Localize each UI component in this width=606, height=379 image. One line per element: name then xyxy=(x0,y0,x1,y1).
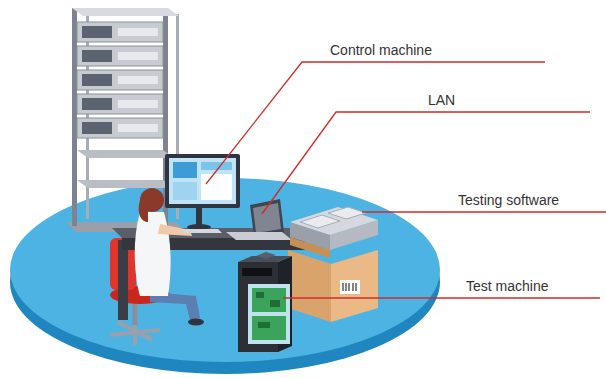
monitor-bezel xyxy=(165,154,240,208)
box-left-face xyxy=(288,250,331,322)
circuit-board xyxy=(252,288,286,312)
monitor-screen xyxy=(169,158,236,204)
keyboard xyxy=(180,229,222,233)
tower-panel xyxy=(242,268,272,276)
testing-software-box xyxy=(288,207,378,322)
server-panel xyxy=(82,50,112,62)
server-vent xyxy=(118,28,158,36)
test-machine xyxy=(238,252,292,352)
box-right-face xyxy=(331,250,378,322)
server-panel xyxy=(82,26,112,38)
device-panel xyxy=(328,207,366,219)
server-unit xyxy=(77,118,163,138)
rack-shelf xyxy=(77,150,174,158)
box-barcode xyxy=(343,283,356,291)
server-unit xyxy=(77,94,163,114)
leader-line xyxy=(362,211,606,212)
screen-window xyxy=(173,182,197,200)
device-panel xyxy=(300,215,340,228)
server-unit xyxy=(77,70,163,90)
server-unit xyxy=(77,46,163,66)
chip xyxy=(258,322,270,328)
screen-window xyxy=(201,174,232,200)
server-unit xyxy=(77,22,163,42)
rack-top xyxy=(72,8,179,16)
tower-gadget xyxy=(256,252,276,259)
operator-legs xyxy=(150,292,200,320)
laptop xyxy=(226,199,292,240)
server-vent xyxy=(118,124,158,132)
tower-window xyxy=(248,284,290,344)
device-top xyxy=(290,207,378,235)
chair-base xyxy=(110,322,160,345)
box-label xyxy=(340,280,360,294)
operator-shirt xyxy=(135,212,171,296)
server-panel xyxy=(82,122,112,134)
operator-shoe xyxy=(188,319,204,326)
screen-window xyxy=(173,162,197,178)
rack-post xyxy=(86,14,89,219)
leader-line xyxy=(283,297,600,298)
server-panel xyxy=(82,98,112,110)
desk-side xyxy=(118,240,128,320)
part-label: Control machine xyxy=(330,41,432,59)
rack-post xyxy=(72,8,77,226)
part-label: Testing software xyxy=(458,191,559,209)
server-vent xyxy=(118,52,158,60)
monitor-stand xyxy=(196,206,202,226)
screen-window xyxy=(201,162,232,170)
leader-lines xyxy=(206,62,606,298)
chip xyxy=(270,300,280,307)
operator xyxy=(135,188,204,326)
chip xyxy=(256,292,264,298)
server-vent xyxy=(118,100,158,108)
rack-shelf xyxy=(77,180,174,188)
circuit-board xyxy=(252,316,286,340)
monitor xyxy=(165,154,240,233)
leader-line xyxy=(206,62,545,184)
laptop-base xyxy=(226,232,292,240)
leader-line xyxy=(262,112,590,214)
server-vent xyxy=(118,76,158,84)
laptop-lid xyxy=(250,199,284,236)
part-label: LAN xyxy=(428,91,455,109)
server-panel xyxy=(82,74,112,86)
part-label: Test machine xyxy=(466,277,548,295)
operator-hair xyxy=(139,200,148,222)
